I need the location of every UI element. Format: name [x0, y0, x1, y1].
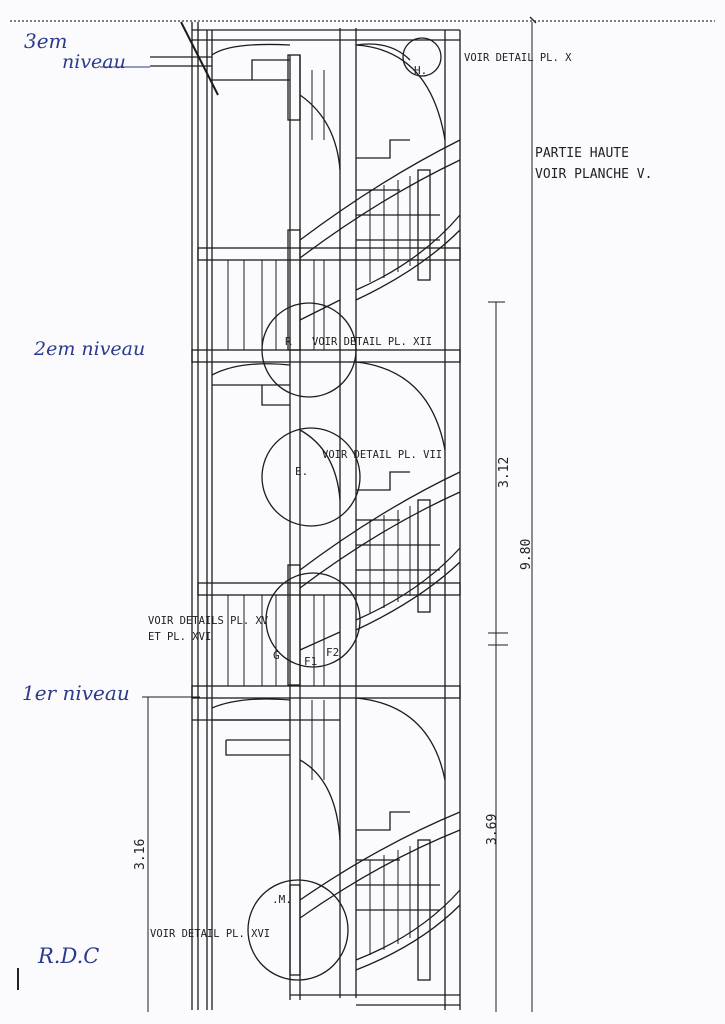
level-3-label-b: niveau: [62, 51, 126, 73]
callout-detail-x: VOIR DETAIL PL. X: [464, 52, 572, 64]
callout-detail-vii: VOIR DETAIL PL. VII: [322, 449, 442, 461]
detail-circle-r: [261, 302, 357, 398]
top-right-tick: [529, 16, 537, 24]
detail-circle-m: [247, 879, 349, 981]
centerlines: [227, 260, 245, 686]
dimension-3-12: 3.12: [497, 457, 512, 488]
detail-letter-h: H.: [414, 64, 427, 77]
dimension-3-69: 3.69: [485, 814, 500, 845]
dimension-9-80: 9.80: [519, 539, 534, 570]
detail-letter-f2: F2: [326, 646, 339, 659]
detail-circle-h: [402, 37, 442, 77]
level-3-label-a: 3em: [24, 29, 68, 53]
staircase-elevation: [150, 21, 461, 1010]
detail-circles: [247, 37, 442, 981]
detail-circle-e: [261, 427, 361, 527]
callout-r-letter: R: [285, 335, 292, 348]
detail-letter-f1: F1: [304, 655, 317, 668]
callout-detail-xvi: VOIR DETAIL PL. XVI: [150, 928, 270, 940]
dimension-3-16: 3.16: [133, 839, 148, 870]
detail-circle-g: [265, 572, 361, 668]
callout-detail-xii: VOIR DETAIL PL. XII: [312, 336, 432, 348]
dimension-lines: [142, 22, 533, 1012]
callout-e-letter: E.: [295, 465, 308, 478]
callout-details-xv-line2: ET PL. XVI: [148, 631, 211, 643]
detail-letter-m: .M.: [272, 893, 292, 906]
partie-haute-note-line1: PARTIE HAUTE: [535, 146, 629, 161]
partie-haute-note-line2: VOIR PLANCHE V.: [535, 167, 652, 182]
detail-letter-g: G: [273, 649, 280, 662]
ground-level-label: R.D.C: [37, 944, 99, 968]
callout-details-xv-line1: VOIR DETAILS PL. XV: [148, 615, 269, 627]
level-2-label: 2em niveau: [33, 338, 145, 360]
level-1-label: 1er niveau: [22, 681, 130, 705]
